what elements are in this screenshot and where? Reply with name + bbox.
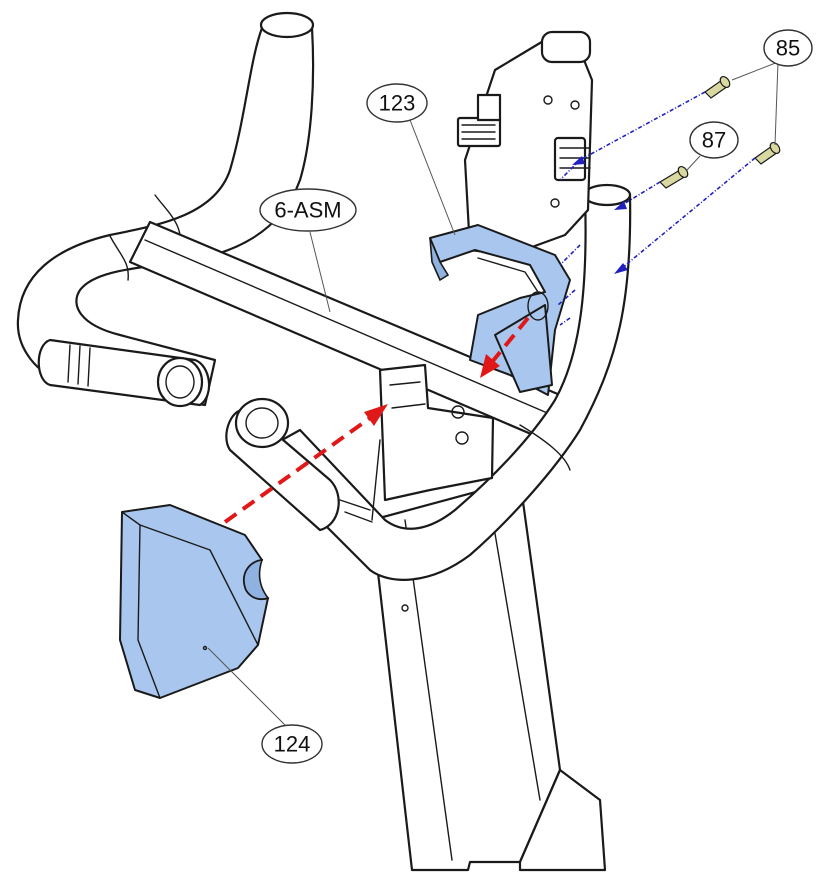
callout-124: 124 (261, 724, 323, 764)
callout-6-asm-label: 6-ASM (274, 198, 341, 223)
mounting-bracket (371, 363, 495, 521)
screw-85-bottom (754, 141, 781, 165)
console-plate (456, 30, 594, 257)
callout-6-asm: 6-ASM (259, 188, 357, 232)
screw-85-top (704, 75, 731, 99)
red-assembly-arrows (223, 316, 530, 524)
callout-123: 123 (366, 83, 428, 123)
callout-87-label: 87 (702, 128, 726, 153)
cover-124 (119, 504, 270, 699)
callout-123-label: 123 (379, 91, 416, 116)
callout-124-label: 124 (274, 732, 311, 757)
cover-123 (429, 224, 571, 396)
blue-screw-paths (557, 91, 756, 326)
callout-85-label: 85 (776, 36, 800, 61)
callout-87: 87 (689, 121, 739, 159)
callout-leaders (207, 61, 779, 726)
red-arrowhead-124 (364, 404, 388, 426)
right-handlebar (225, 183, 632, 581)
red-arrowhead-123 (480, 354, 500, 378)
callout-85: 85 (763, 29, 813, 67)
screw-87 (659, 165, 689, 189)
